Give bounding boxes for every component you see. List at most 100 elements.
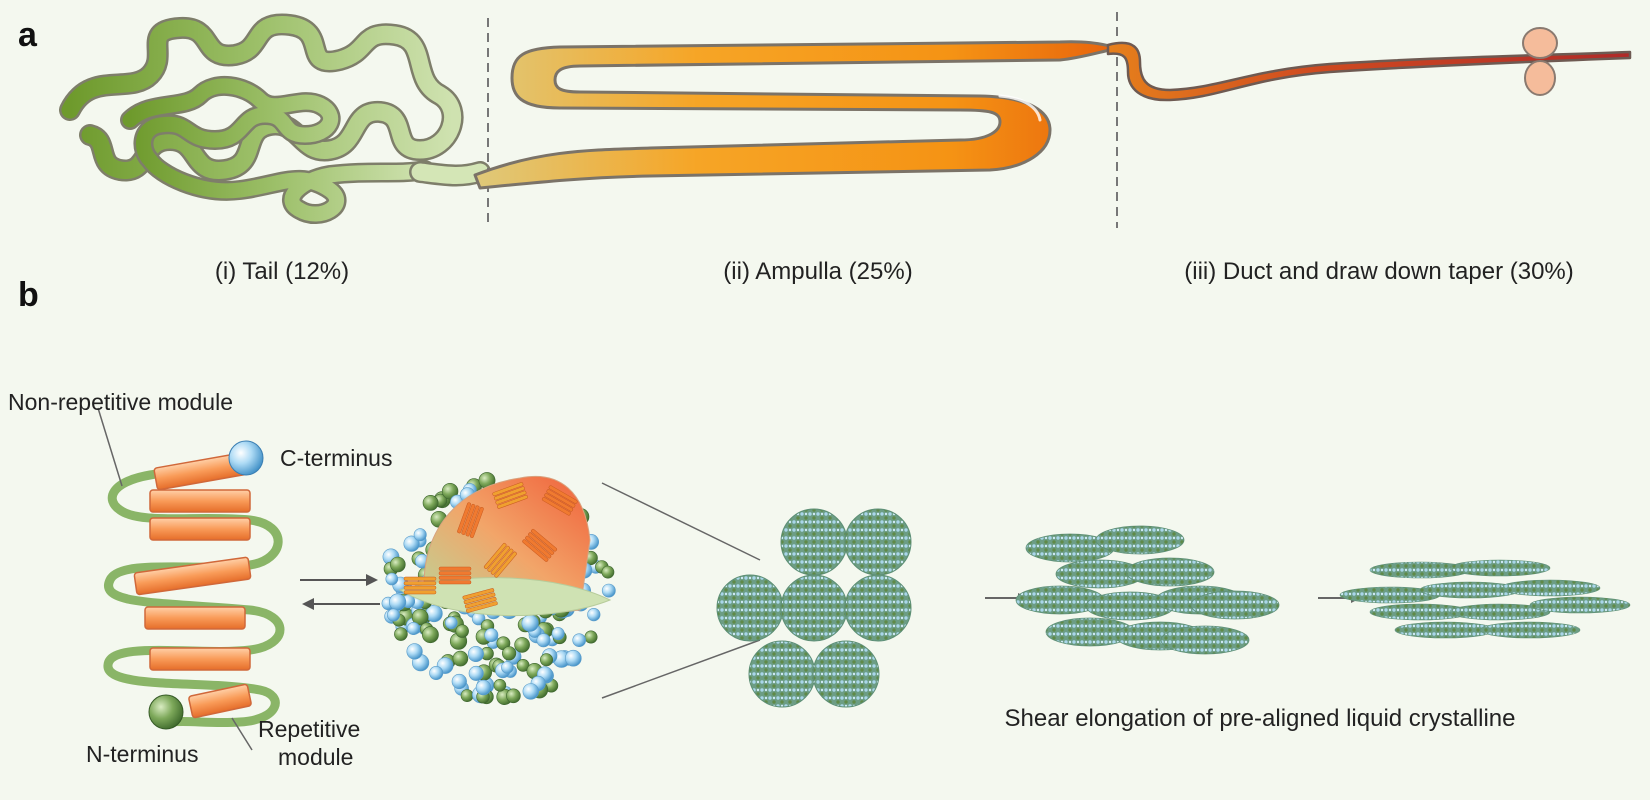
helix-3 — [149, 517, 251, 541]
caption-tail: (i) Tail (12%) — [215, 258, 349, 285]
micelle-bead — [413, 528, 427, 542]
helix-stack — [403, 576, 437, 595]
micelle-cluster — [716, 508, 912, 708]
tail-gland — [59, 13, 491, 224]
elongated-micelles-stage1 — [1015, 525, 1280, 655]
helix-stack — [462, 588, 498, 613]
label-n-terminus: N-terminus — [86, 741, 198, 767]
micelle-bead — [406, 621, 420, 635]
spidroin-schematic — [97, 407, 285, 751]
elongated-micelle — [1479, 621, 1581, 639]
micelle-sphere — [844, 508, 912, 576]
helix-stack — [457, 502, 484, 538]
micelle-bead — [403, 535, 420, 552]
equilibrium-arrows — [300, 574, 380, 610]
helix-stack — [438, 566, 472, 585]
micelle-sphere — [844, 574, 912, 642]
helix-4 — [133, 556, 252, 596]
micelle-bead — [406, 643, 423, 660]
micelle-sphere — [716, 574, 784, 642]
micelle-bead — [514, 637, 530, 653]
micelle-bead — [475, 679, 492, 696]
micelle-cutaway — [381, 472, 616, 706]
spigot-lip-bottom — [1524, 60, 1556, 96]
micelle-sphere — [812, 640, 880, 708]
label-shear-elongation: Shear elongation of pre-aligned liquid c… — [1005, 705, 1516, 732]
micelle-bead — [468, 665, 484, 681]
micelle-bead — [493, 678, 507, 692]
micelle-bead — [455, 624, 469, 638]
micelle-bead — [564, 649, 582, 667]
helix-stack — [541, 485, 578, 516]
micelle-bead — [389, 593, 407, 611]
zoom-line-bottom — [601, 639, 761, 699]
elongated-micelle — [1449, 559, 1551, 577]
helix-7 — [188, 683, 252, 719]
elongated-micelle — [1160, 625, 1250, 655]
label-repetitive-line2: module — [278, 744, 353, 770]
elongated-micelle — [1449, 603, 1551, 621]
micelle-bead — [601, 565, 615, 579]
helix-2 — [149, 489, 251, 513]
micelle-bead — [452, 650, 469, 667]
micelle-bead — [441, 483, 459, 500]
elongated-micelles-stage2 — [1339, 559, 1631, 639]
label-non-repetitive: Non-repetitive module — [8, 389, 233, 415]
micelle-bead — [601, 583, 616, 598]
micelle-bead — [587, 607, 601, 622]
helix-6 — [149, 647, 251, 671]
zoom-line-top — [601, 482, 761, 561]
micelle-bead — [421, 626, 439, 644]
micelle-sphere — [780, 508, 848, 576]
spigot-lip-top — [1522, 27, 1558, 59]
micelle-bead — [394, 627, 408, 641]
micelle-bead — [584, 630, 598, 644]
micelle-bead — [506, 688, 521, 704]
duct-gland — [1106, 27, 1632, 102]
micelle-bead — [551, 627, 565, 641]
leader-repetitive — [231, 717, 253, 751]
elongated-micelle — [1529, 596, 1631, 614]
micelle-bead — [502, 646, 517, 661]
n-terminus-bead — [148, 694, 184, 730]
micelle-bead — [385, 572, 399, 586]
micelle-bead — [386, 608, 400, 622]
micelle-bead — [501, 661, 514, 674]
elongated-micelle — [1190, 590, 1280, 620]
helix-5 — [144, 606, 246, 630]
panel-a-letter: a — [18, 16, 38, 54]
micelle-bead — [444, 616, 458, 630]
micelle-bead — [389, 556, 406, 573]
panel-b-letter: b — [18, 276, 39, 314]
elongated-micelle — [1095, 525, 1185, 555]
micelle-sphere — [780, 574, 848, 642]
micelle-helix-stacks — [403, 482, 578, 613]
micelle-bead — [451, 673, 467, 690]
micelle-bead — [522, 683, 539, 700]
helix-stack — [492, 482, 528, 509]
micelle-bead — [521, 614, 539, 632]
elongated-micelle — [1499, 579, 1601, 597]
micelle-bead — [536, 633, 551, 648]
micelle-bead — [467, 645, 484, 662]
ampulla-gland — [473, 40, 1112, 190]
caption-ampulla: (ii) Ampulla (25%) — [723, 258, 912, 285]
micelle-bead — [572, 633, 587, 648]
micelle-bead — [484, 628, 499, 643]
micelle-bead — [422, 494, 439, 511]
label-c-terminus: C-terminus — [280, 445, 392, 471]
micelle-sphere — [748, 640, 816, 708]
helix-group — [133, 451, 252, 719]
helix-stack — [522, 528, 558, 562]
micelle-bead — [460, 689, 474, 702]
label-repetitive-line1: Repetitive — [258, 716, 360, 742]
micelle-bead — [411, 608, 429, 626]
c-terminus-bead — [228, 440, 264, 476]
helix-stack — [483, 542, 517, 578]
caption-duct: (iii) Duct and draw down taper (30%) — [1184, 258, 1574, 285]
leader-non-repetitive — [97, 407, 123, 487]
micelle-bead — [429, 665, 444, 680]
micelle-bead — [539, 653, 553, 667]
elongated-micelle — [1125, 557, 1215, 587]
